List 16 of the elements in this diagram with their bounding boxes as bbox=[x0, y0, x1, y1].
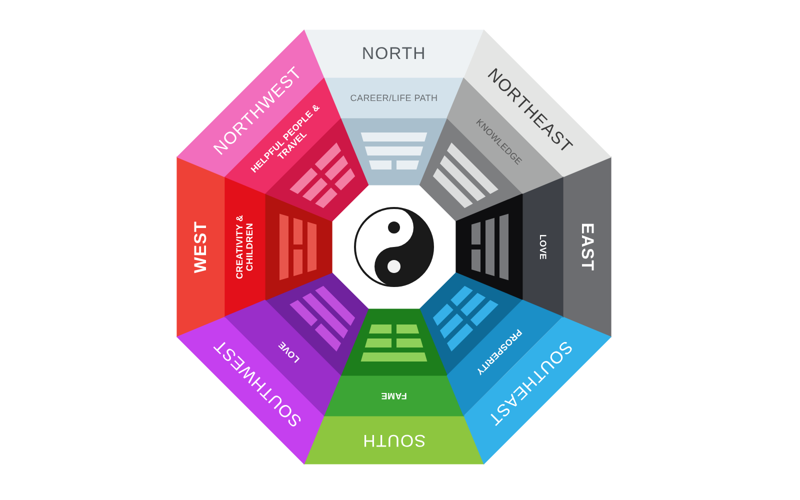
area-segment bbox=[523, 176, 563, 317]
direction-label: SOUTH bbox=[362, 430, 426, 450]
direction-segment bbox=[177, 30, 324, 177]
direction-segment bbox=[464, 317, 611, 464]
direction-label: EAST bbox=[577, 222, 597, 272]
area-label: FAME bbox=[381, 390, 407, 402]
area-label: CAREER/LIFE PATH bbox=[350, 92, 438, 104]
area-label: LOVE bbox=[538, 234, 548, 260]
direction-segment bbox=[177, 317, 324, 464]
direction-label: NORTH bbox=[362, 44, 426, 64]
area-segment bbox=[324, 78, 464, 118]
area-segment bbox=[324, 376, 464, 416]
area-segment bbox=[225, 176, 265, 317]
direction-segment bbox=[464, 30, 611, 177]
direction-label: WEST bbox=[191, 220, 211, 274]
area-label: CREATIVITY & CHILDREN bbox=[234, 214, 256, 282]
